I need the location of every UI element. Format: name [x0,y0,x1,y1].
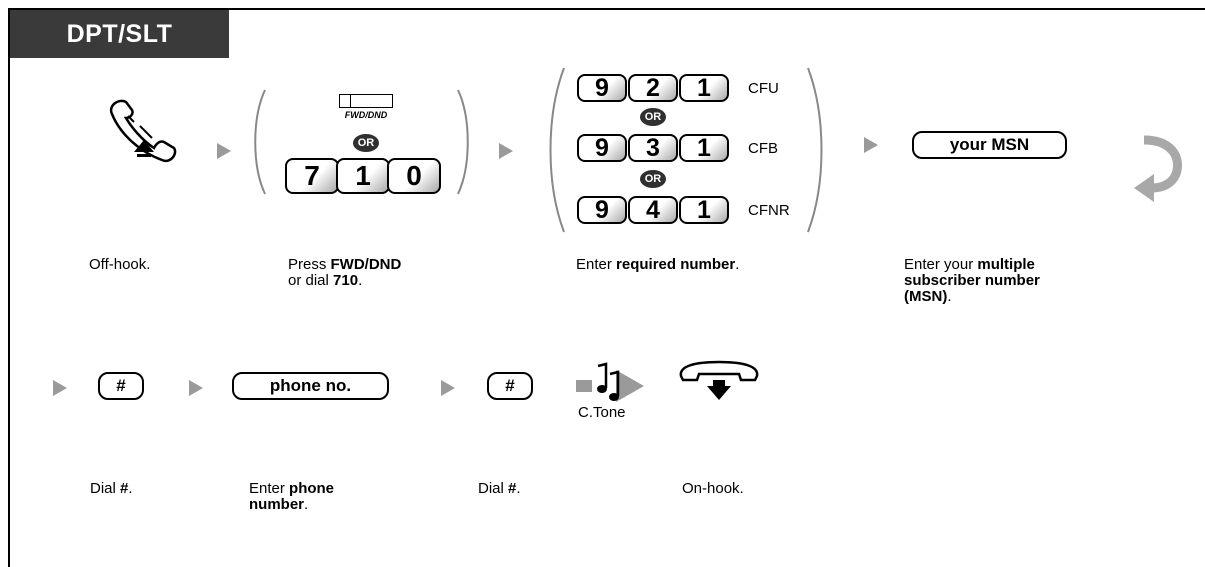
off-hook-caption: Off-hook. [89,256,151,273]
phone-number-key[interactable]: phone no. [232,372,389,400]
phone-type-tab: DPT/SLT [10,10,229,58]
key-9[interactable]: 9 [577,134,627,162]
key-1[interactable]: 1 [679,134,729,162]
continue-arrow-icon [1134,135,1182,202]
on-hook-handset-icon [679,360,759,400]
key-9[interactable]: 9 [577,74,627,102]
cfb-label: CFB [748,140,778,157]
step-arrow-icon [499,143,513,159]
key-0[interactable]: 0 [387,158,441,194]
hash-key[interactable]: # [98,372,144,400]
cfnr-label: CFNR [748,202,790,219]
step-arrow-icon [441,380,455,396]
procedure-frame [8,8,1205,567]
your-msn-key[interactable]: your MSN [912,131,1067,159]
dial-hash-caption: Dial #. [90,480,133,497]
step-arrow-icon [189,380,203,396]
key-1[interactable]: 1 [679,74,729,102]
step-arrow-icon [864,137,878,153]
fwd-dnd-caption: Press FWD/DND or dial 710. [288,256,402,289]
key-3[interactable]: 3 [628,134,678,162]
step-arrow-icon [217,143,231,159]
step-arrow-icon [53,380,67,396]
key-1[interactable]: 1 [336,158,390,194]
hash-key[interactable]: # [487,372,533,400]
cfu-label: CFU [748,80,779,97]
key-2[interactable]: 2 [628,74,678,102]
left-paren-icon [549,67,565,233]
off-hook-handset-icon [109,99,177,163]
fwd-dnd-button-icon[interactable] [339,94,393,108]
phone-number-caption: Enter phone number. [249,480,335,513]
confirmation-tone-icon [576,362,644,402]
msn-caption: Enter your multiple subscriber number (M… [904,256,1040,305]
on-hook-caption: On-hook. [682,480,744,497]
key-9[interactable]: 9 [577,196,627,224]
key-4[interactable]: 4 [628,196,678,224]
dial-hash-caption: Dial #. [478,480,521,497]
or-badge: OR [640,170,666,188]
c-tone-label: C.Tone [578,404,626,421]
or-badge: OR [640,108,666,126]
required-number-caption: Enter required number. [576,256,740,273]
key-7[interactable]: 7 [285,158,339,194]
fwd-dnd-label: FWD/DND [344,110,388,120]
or-badge: OR [353,134,379,152]
right-paren-icon [457,89,469,195]
right-paren-icon [807,67,823,233]
key-1[interactable]: 1 [679,196,729,224]
left-paren-icon [254,89,266,195]
